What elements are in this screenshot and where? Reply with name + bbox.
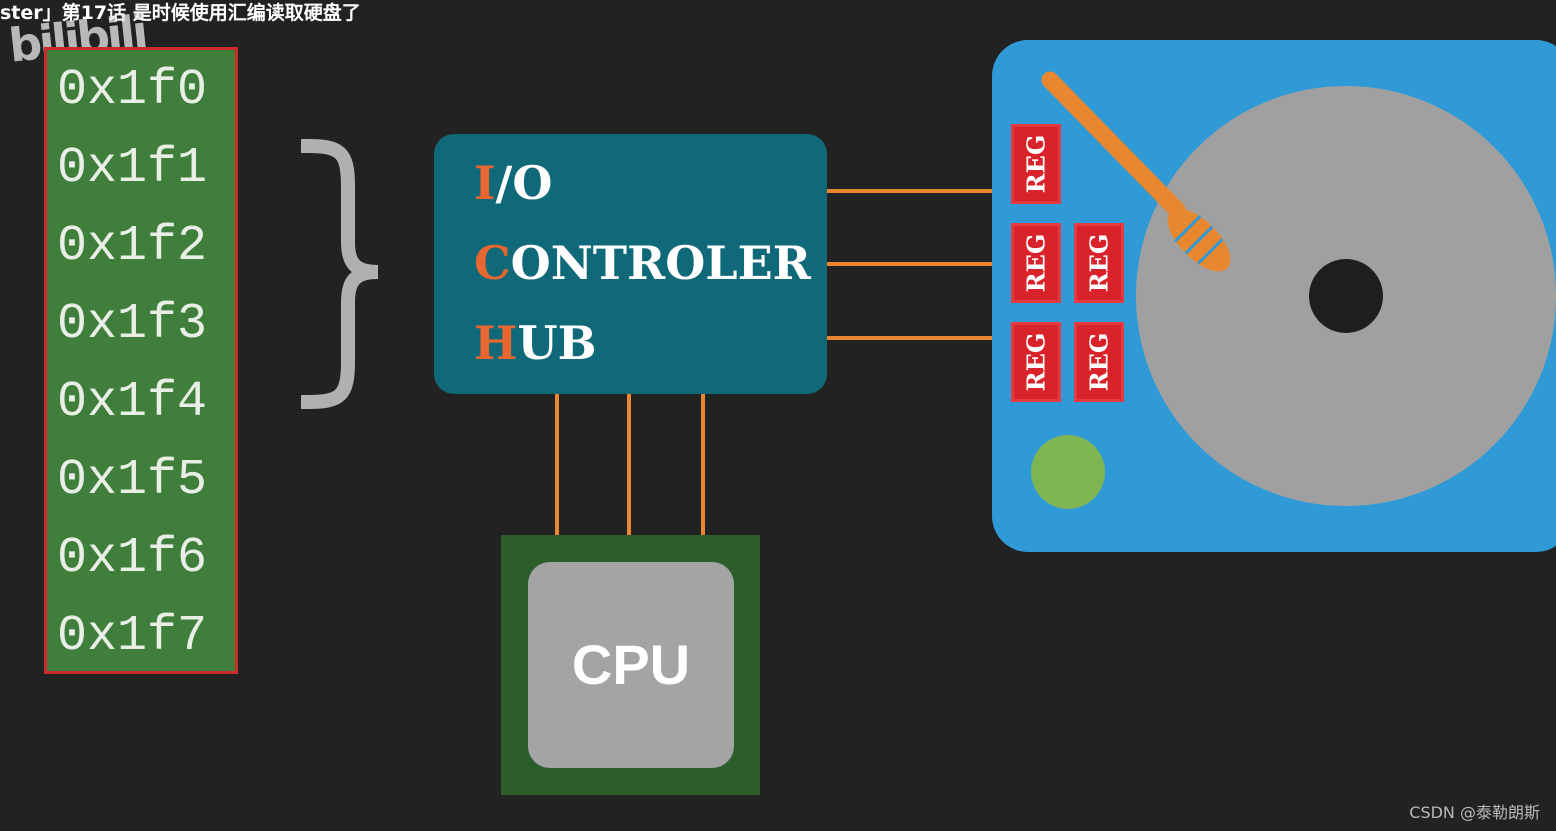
hub-cpu-wire: [627, 394, 631, 536]
port-label: 0x1f0: [57, 62, 208, 119]
port-label: 0x1f7: [57, 608, 208, 665]
csdn-watermark: CSDN @泰勒朗斯: [1409, 803, 1540, 822]
hub-line-2: CONTROLER: [474, 236, 811, 290]
io-controller-hub: I/O CONTROLER HUB: [434, 134, 827, 394]
disk-register: REG: [1074, 223, 1124, 303]
hub-cpu-wire: [555, 394, 559, 536]
video-title: ster」第17话 是时候使用汇编读取硬盘了: [0, 2, 361, 24]
disk-register: REG: [1074, 322, 1124, 402]
brace-icon: [300, 138, 379, 410]
hub-cpu-wire: [701, 394, 705, 536]
hub-disk-wire: [827, 189, 993, 193]
cpu-chip: CPU: [528, 562, 734, 768]
port-label: 0x1f3: [57, 296, 208, 353]
disk-register: REG: [1011, 223, 1061, 303]
hub-line-3: HUB: [474, 316, 597, 370]
hub-disk-wire: [827, 262, 993, 266]
disk-register: REG: [1011, 322, 1061, 402]
port-label: 0x1f4: [57, 374, 208, 431]
port-label: 0x1f1: [57, 140, 208, 197]
io-port-list: 0x1f0 0x1f1 0x1f2 0x1f3 0x1f4 0x1f5 0x1f…: [44, 47, 238, 674]
hub-line-1: I/O: [474, 156, 553, 210]
disk-platter-icon: [1031, 71, 1556, 509]
port-label: 0x1f2: [57, 218, 208, 275]
hub-disk-wire: [827, 336, 993, 340]
disk-register: REG: [1011, 124, 1061, 204]
port-label: 0x1f6: [57, 530, 208, 587]
port-label: 0x1f5: [57, 452, 208, 509]
